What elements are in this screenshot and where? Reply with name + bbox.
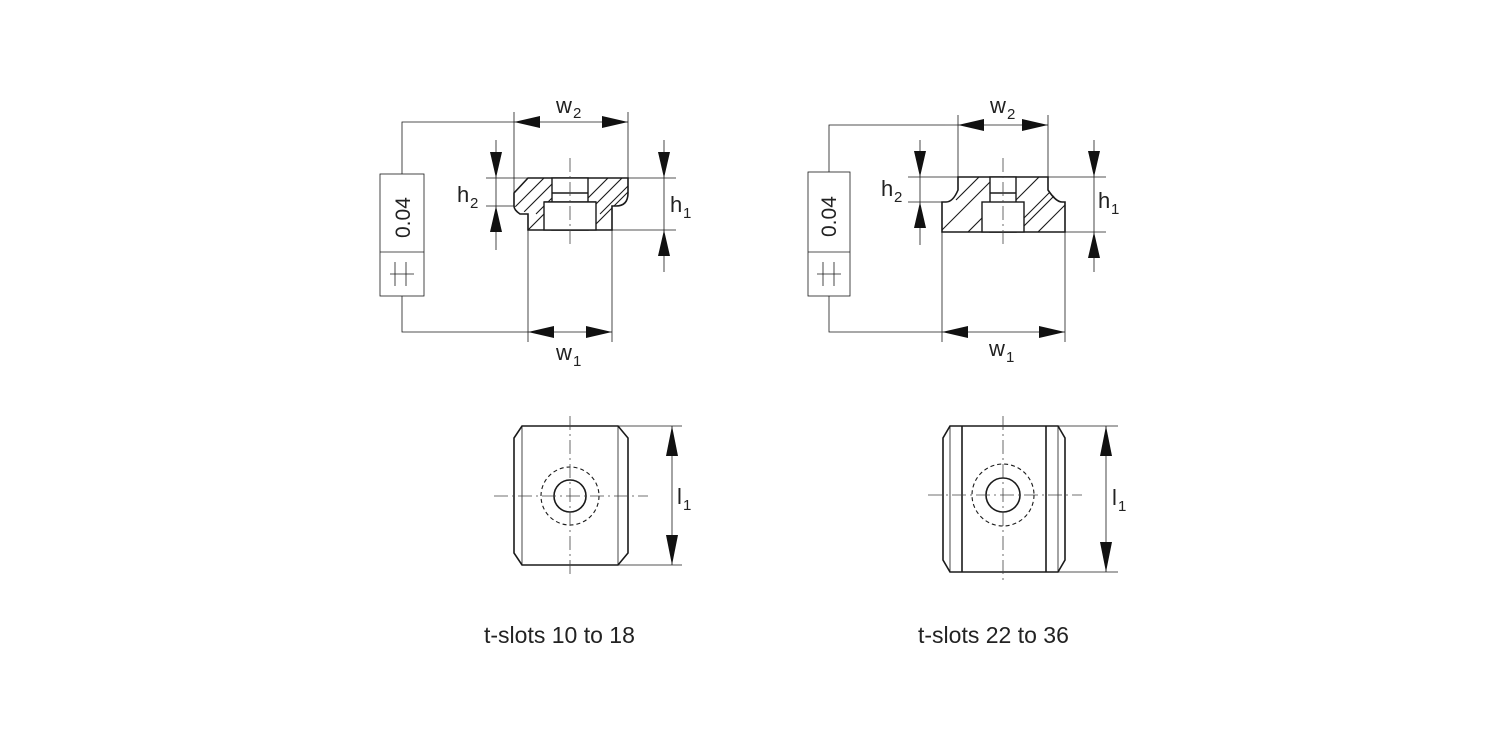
label-l1: l: [677, 484, 682, 509]
svg-text:1: 1: [1118, 498, 1126, 515]
caption: t-slots 10 to 18: [484, 622, 635, 648]
label-w2: w: [555, 93, 572, 118]
svg-text:1: 1: [1111, 201, 1119, 218]
tolerance-value: 0.04: [818, 196, 841, 237]
top-view-large: [928, 416, 1082, 580]
dim-h2-small: h 2: [457, 140, 528, 250]
figure-large-slot: w 2 w 1 h 1: [807, 93, 1126, 648]
dim-w2-small: w 2: [500, 93, 629, 193]
svg-text:1: 1: [573, 353, 581, 370]
svg-text:1: 1: [1006, 349, 1014, 366]
dim-h1-small: h 1: [612, 140, 691, 272]
svg-text:2: 2: [1007, 106, 1015, 123]
label-l1: l: [1112, 485, 1117, 510]
section-outline: [513, 177, 629, 231]
svg-text:2: 2: [573, 105, 581, 122]
dim-h2-large: h 2: [881, 140, 958, 245]
tolerance-frame-small: 0.04: [379, 121, 528, 333]
label-h2: h: [881, 176, 893, 201]
top-view-small: [494, 416, 648, 576]
tolerance-frame-large: 0.04: [807, 124, 945, 333]
label-w1: w: [555, 340, 572, 365]
dim-l1-small: l 1: [618, 425, 691, 566]
dim-w1-small: w 1: [527, 230, 613, 370]
svg-text:1: 1: [683, 497, 691, 514]
svg-text:2: 2: [470, 195, 478, 212]
dim-l1-large: l 1: [1058, 425, 1126, 573]
label-h2: h: [457, 182, 469, 207]
svg-text:1: 1: [683, 205, 691, 222]
figure-small-slot: w 2 w 1 h 1: [379, 93, 691, 648]
dim-h1-large: h 1: [1048, 140, 1119, 272]
label-w1: w: [988, 336, 1005, 361]
tolerance-value: 0.04: [392, 197, 415, 238]
dim-w2-large: w 2: [945, 93, 1049, 190]
label-h1: h: [670, 192, 682, 217]
section-view-small: [513, 158, 629, 245]
dim-w1-large: w 1: [941, 232, 1066, 366]
section-view-large: [941, 158, 1066, 245]
parallelism-symbol-icon: [390, 262, 414, 286]
label-h1: h: [1098, 188, 1110, 213]
svg-text:2: 2: [894, 189, 902, 206]
caption: t-slots 22 to 36: [918, 622, 1069, 648]
parallelism-symbol-icon: [817, 262, 841, 286]
label-w2: w: [989, 93, 1006, 118]
